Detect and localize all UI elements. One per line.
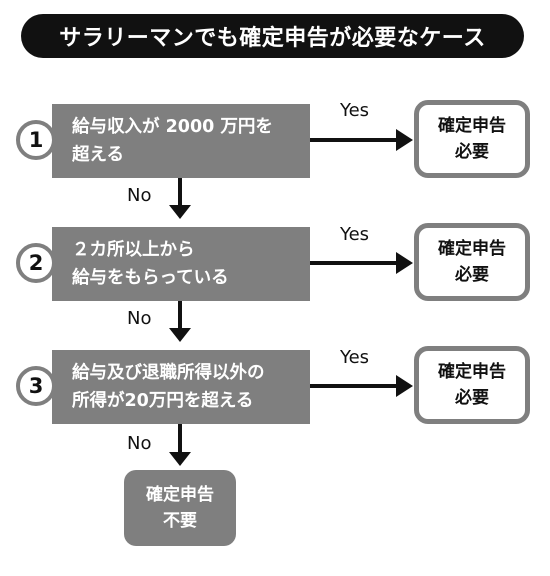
step-3-line-2: 所得が20万円を超える	[72, 391, 254, 411]
result-box-1: 確定申告 必要	[414, 100, 530, 178]
step-box-2: ２カ所以上から 給与をもらっている	[52, 227, 310, 301]
result-1-line-1: 確定申告	[438, 116, 506, 136]
no-arrowhead-1	[169, 205, 191, 219]
step-number-1: 1	[16, 120, 56, 160]
step-box-1: 給与収入が 2000 万円を 超える	[52, 104, 310, 178]
diagram-title: サラリーマンでも確定申告が必要なケース	[59, 26, 486, 51]
step-2-line-1: ２カ所以上から	[72, 240, 195, 260]
step-number-2: 2	[16, 243, 56, 283]
result-3-line-2: 必要	[455, 388, 489, 408]
step-2-line-2: 給与をもらっている	[72, 268, 229, 288]
no-label-1: No	[127, 185, 152, 206]
no-arrowhead-3	[169, 452, 191, 466]
final-line-2: 不要	[163, 511, 197, 531]
result-box-2: 確定申告 必要	[414, 223, 530, 301]
yes-label-3: Yes	[340, 347, 370, 368]
yes-arrowhead-2	[396, 252, 413, 274]
step-3-line-1: 給与及び退職所得以外の	[72, 363, 265, 383]
no-label-2: No	[127, 308, 152, 329]
yes-arrowhead-1	[396, 129, 413, 151]
yes-label-1: Yes	[340, 100, 370, 121]
step-1-line-2: 超える	[72, 145, 124, 165]
final-box: 確定申告 不要	[124, 470, 236, 546]
yes-label-2: Yes	[340, 224, 370, 245]
result-box-3: 確定申告 必要	[414, 346, 530, 424]
result-3-line-1: 確定申告	[438, 362, 506, 382]
result-2-line-2: 必要	[455, 265, 489, 285]
result-1-line-2: 必要	[455, 142, 489, 162]
step-number-3: 3	[16, 366, 56, 406]
title-bar: サラリーマンでも確定申告が必要なケース	[21, 14, 524, 58]
no-arrowhead-2	[169, 328, 191, 342]
step-box-3: 給与及び退職所得以外の 所得が20万円を超える	[52, 350, 310, 424]
step-1-line-1: 給与収入が 2000 万円を	[72, 117, 273, 137]
no-label-3: No	[127, 433, 152, 454]
result-2-line-1: 確定申告	[438, 239, 506, 259]
final-line-1: 確定申告	[146, 485, 214, 505]
yes-arrowhead-3	[396, 375, 413, 397]
